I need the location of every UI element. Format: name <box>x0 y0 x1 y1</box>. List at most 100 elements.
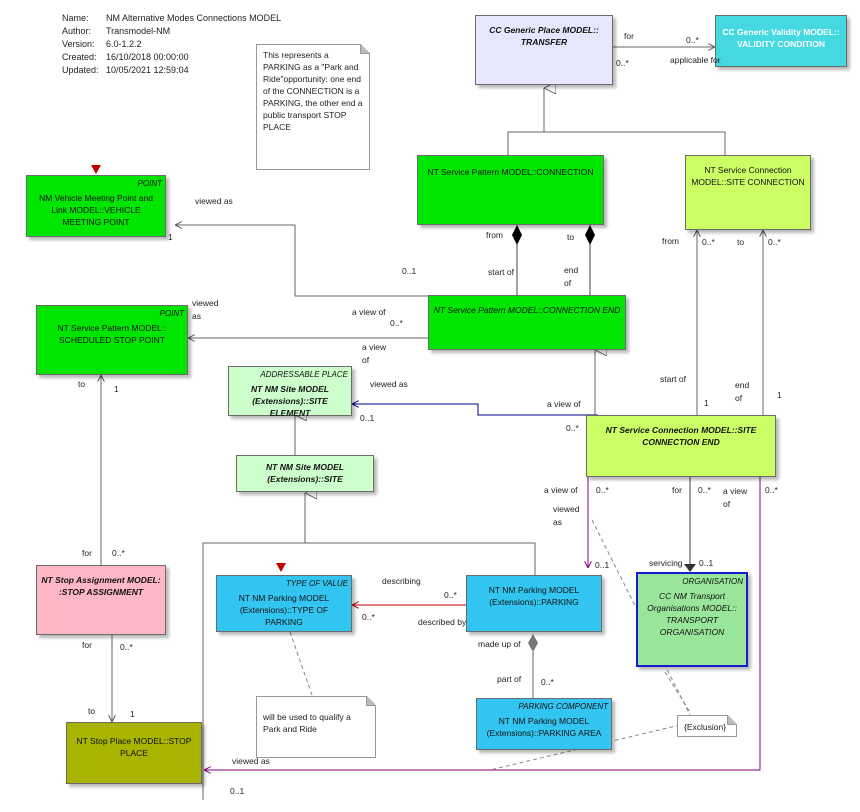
label-end-of: end of <box>735 380 750 403</box>
class-stereotype: POINT <box>159 309 184 318</box>
note-link-org <box>664 671 691 713</box>
class-name: NT NM Parking MODEL (Extensions)::PARKIN… <box>488 585 580 607</box>
class-vehicle-meeting-point[interactable]: POINT NM Vehicle Meeting Point and Link … <box>26 175 166 237</box>
label-multiplicity: 0..* <box>566 423 579 433</box>
label-viewed-as: viewed as <box>195 196 233 206</box>
class-stop-assignment[interactable]: NT Stop Assignment MODEL: :STOP ASSIGNME… <box>36 565 166 635</box>
gen-siteconn-transfer <box>544 131 726 155</box>
class-stereotype: PARKING COMPONENT <box>518 702 608 711</box>
exclusion-text: {Exclusion} <box>684 722 727 732</box>
note-link-excl-2 <box>489 724 681 771</box>
label-end-of: end of <box>564 265 579 288</box>
class-name: NT Stop Assignment MODEL: :STOP ASSIGNME… <box>41 575 161 597</box>
label-multiplicity: 0..1 <box>360 413 375 423</box>
label-to: to <box>88 706 96 716</box>
label-for: for <box>672 485 682 495</box>
class-transport-organisation[interactable]: ORGANISATION CC NM Transport Organisatio… <box>636 572 748 667</box>
label-viewed-as: viewed as <box>553 504 580 527</box>
label-viewed-as: viewed as <box>192 298 219 321</box>
label-multiplicity: 0..* <box>541 677 554 687</box>
diamond-from <box>512 225 522 245</box>
label-multiplicity: 0..* <box>362 612 375 622</box>
label-described-by: described by <box>418 617 467 627</box>
assoc-sce-stopplace <box>204 476 761 770</box>
label-multiplicity: 1 <box>130 709 135 719</box>
class-site-connection[interactable]: NT Service Connection MODEL::SITE CONNEC… <box>685 155 811 230</box>
class-transfer[interactable]: CC Generic Place MODEL:: TRANSFER <box>475 15 613 85</box>
class-parking[interactable]: NT NM Parking MODEL (Extensions)::PARKIN… <box>466 575 602 632</box>
label-multiplicity: 0..* <box>616 58 629 68</box>
class-stereotype: ADDRESSABLE PLACE <box>260 370 348 379</box>
label-multiplicity: 0..* <box>596 485 609 495</box>
parking-note[interactable]: This represents a PARKING as a "Park and… <box>256 44 370 170</box>
label-a-view-of: a view of <box>723 486 748 509</box>
label-multiplicity: 1 <box>114 384 119 394</box>
label-describing: describing <box>382 576 421 586</box>
class-connection-end[interactable]: NT Service Pattern MODEL::CONNECTION END <box>428 295 626 350</box>
class-parking-area[interactable]: PARKING COMPONENT NT NM Parking MODEL (E… <box>476 698 612 750</box>
label-multiplicity: 0..1 <box>230 786 245 796</box>
label-from: from <box>662 236 679 246</box>
class-site[interactable]: NT NM Site MODEL (Extensions)::SITE <box>236 455 374 492</box>
class-stop-place[interactable]: NT Stop Place MODEL::STOP PLACE <box>66 722 202 784</box>
class-validity-condition[interactable]: CC Generic Validity MODEL:: VALIDITY CON… <box>715 15 847 67</box>
class-name: NT NM Parking MODEL (Extensions)::PARKIN… <box>486 716 602 738</box>
class-connection[interactable]: NT Service Pattern MODEL::CONNECTION <box>417 155 604 225</box>
label-from: from <box>486 230 503 240</box>
class-name: CC NM Transport Organisations MODEL:: TR… <box>647 591 737 637</box>
class-site-connection-end[interactable]: NT Service Connection MODEL::SITE CONNEC… <box>586 415 776 477</box>
parking-note-text: This represents a PARKING as a "Park and… <box>263 50 363 132</box>
label-start-of: start of <box>660 374 686 384</box>
label-multiplicity: 0..* <box>765 485 778 495</box>
class-stereotype: ORGANISATION <box>682 577 743 586</box>
label-multiplicity: 0..* <box>768 237 781 247</box>
class-site-element[interactable]: ADDRESSABLE PLACE NT NM Site MODEL (Exte… <box>228 366 352 418</box>
meta-created: 16/10/2018 00:00:00 <box>106 52 189 62</box>
arrow-org <box>684 564 696 572</box>
label-for: for <box>82 548 92 558</box>
label-multiplicity: 1 <box>168 232 173 242</box>
meta-key: Author: <box>62 26 92 36</box>
label-for: for <box>82 640 92 650</box>
pin-type <box>276 563 286 572</box>
type-note-text: will be used to qualify a Park and Ride <box>263 712 351 734</box>
class-scheduled-stop-point[interactable]: POINT NT Service Pattern MODEL:: SCHEDUL… <box>36 305 188 375</box>
class-name: NM Vehicle Meeting Point and Link MODEL:… <box>39 193 153 227</box>
label-a-view-of: a view of <box>547 399 581 409</box>
label-multiplicity: 1 <box>704 398 709 408</box>
meta-key: Updated: <box>62 65 99 75</box>
label-a-view-of: a view of <box>544 485 578 495</box>
label-made-up-of: made up of <box>478 639 521 649</box>
label-multiplicity: 0..1 <box>595 560 610 570</box>
diamond-to <box>585 225 595 245</box>
label-to: to <box>567 232 575 242</box>
meta-updated: 10/05/2021 12:59:04 <box>106 65 189 75</box>
type-of-parking-note[interactable]: will be used to qualify a Park and Ride <box>256 696 376 758</box>
exclusion-constraint[interactable]: {Exclusion} <box>677 715 737 737</box>
class-name: NT Service Pattern MODEL::CONNECTION END <box>433 305 621 315</box>
label-start-of: start of <box>488 267 514 277</box>
class-name: CC Generic Place MODEL:: TRANSFER <box>489 25 599 47</box>
assoc-sce-siteelement <box>352 404 598 416</box>
class-stereotype: POINT <box>137 179 162 188</box>
label-multiplicity: 0..1 <box>699 558 714 568</box>
label-to: to <box>78 379 86 389</box>
label-for: for <box>624 31 634 41</box>
pin-vmp <box>91 165 101 174</box>
diamond-area <box>528 634 538 652</box>
class-type-of-parking[interactable]: TYPE OF VALUE NT NM Parking MODEL (Exten… <box>216 575 352 632</box>
label-viewed-as: viewed as <box>370 379 408 389</box>
meta-key: Name: <box>62 13 89 23</box>
meta-key: Created: <box>62 52 97 62</box>
label-multiplicity: 0..* <box>112 548 125 558</box>
label-multiplicity: 0..* <box>698 485 711 495</box>
label-multiplicity: 0..* <box>444 590 457 600</box>
class-name: NT NM Site MODEL (Extensions)::SITE <box>266 462 344 484</box>
label-servicing: servicing <box>649 558 683 568</box>
label-a-view-of: a view of <box>352 307 386 317</box>
class-name: NT Stop Place MODEL::STOP PLACE <box>76 736 192 758</box>
note-link-excl-1 <box>591 519 691 716</box>
class-name: NT Service Pattern MODEL:: SCHEDULED STO… <box>57 323 167 345</box>
label-viewed-as: viewed as <box>232 756 270 766</box>
